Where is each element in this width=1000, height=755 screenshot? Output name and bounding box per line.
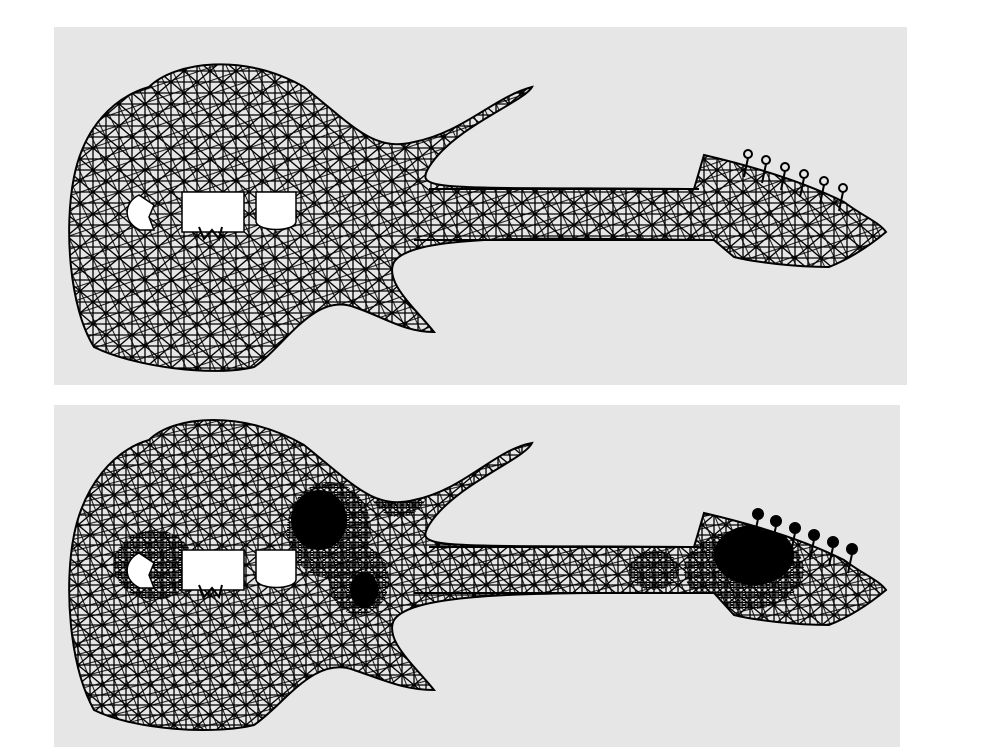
cmu-logo-holes [126,191,297,242]
refined-mesh-fill [69,420,887,730]
refined-mesh-panel [54,405,900,747]
tuning-pegs-refined [752,508,858,574]
dense-refinement-regions [114,453,804,615]
coarse-mesh-panel [54,27,907,385]
cmu-logo-holes-refined [126,549,297,600]
coarse-guitar-mesh [68,63,888,372]
tuning-pegs [743,149,848,212]
refined-guitar-mesh [68,419,888,731]
